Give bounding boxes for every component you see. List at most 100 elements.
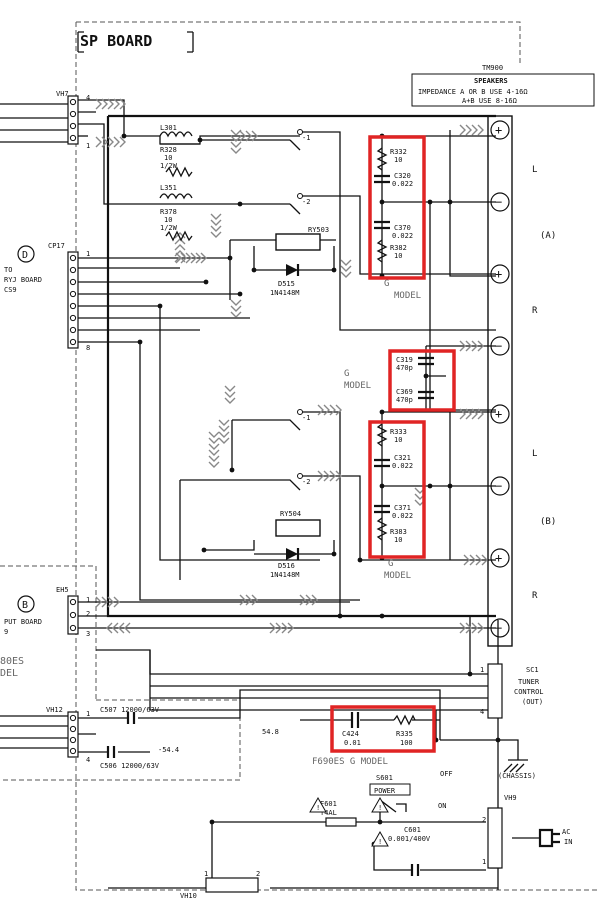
d516-part: 1N4148M bbox=[270, 571, 300, 579]
warning-icon: ! bbox=[309, 796, 327, 813]
vh7-pin-top: 4 bbox=[86, 94, 90, 102]
sc1-pin4: 4 bbox=[480, 708, 484, 716]
terminal-sign: + bbox=[495, 407, 502, 421]
eh5-label: EH5 bbox=[56, 586, 69, 594]
c370-value: 0.022 bbox=[392, 232, 413, 240]
highlight-c424-r335 bbox=[330, 705, 436, 753]
c371-name: C371 bbox=[394, 504, 411, 512]
on-label: ON bbox=[438, 802, 446, 810]
c320-name: C320 bbox=[394, 172, 411, 180]
g-model-b: G bbox=[388, 559, 393, 569]
vh12-label: VH12 bbox=[46, 706, 63, 714]
svg-text:!: ! bbox=[378, 838, 382, 846]
cp17-badge: D bbox=[17, 245, 35, 263]
components bbox=[106, 129, 560, 893]
vh12-pin1: 1 bbox=[86, 710, 90, 718]
c601-value: 0.001/400V bbox=[388, 835, 431, 843]
cp17-connector bbox=[67, 251, 79, 349]
svg-text:!: ! bbox=[378, 804, 382, 812]
l301-label: L301 bbox=[160, 124, 177, 132]
component-labels: VH7 4 1 L301 R328 10 1/2W L351 R378 10 1… bbox=[0, 90, 572, 900]
speaker-terminal-plus: + bbox=[490, 120, 510, 140]
wiring bbox=[0, 99, 540, 890]
terminal-sign: + bbox=[495, 123, 502, 137]
terminal-sign: + bbox=[495, 551, 502, 565]
c424-value: 0.01 bbox=[344, 739, 361, 747]
r378-name: R378 bbox=[160, 208, 177, 216]
cp17-pin-bottom: 8 bbox=[86, 344, 90, 352]
sc1-label: SC1 bbox=[526, 666, 539, 674]
c369-value: 470p bbox=[396, 396, 413, 404]
board-title: SP BOARD bbox=[80, 32, 152, 50]
in-label: IN bbox=[564, 838, 572, 846]
c507-label: C507 12000/63V bbox=[100, 706, 160, 714]
vh10-pin2: 2 bbox=[256, 870, 260, 878]
speakers-impedance-2: A+B USE 8-16Ω bbox=[462, 97, 517, 105]
vh7-connector bbox=[67, 95, 79, 145]
highlight-c319-c369 bbox=[388, 349, 456, 412]
terminal-sign: − bbox=[495, 339, 502, 353]
chassis-label: (CHASSIS) bbox=[498, 772, 536, 780]
r332-value: 10 bbox=[394, 156, 402, 164]
cp17-label: CP17 bbox=[48, 242, 65, 250]
r382-value: 10 bbox=[394, 252, 402, 260]
terminal-sign: + bbox=[495, 267, 502, 281]
r333-name: R333 bbox=[390, 428, 407, 436]
vh12-connector bbox=[67, 711, 79, 758]
f690-model-label: F690ES G MODEL bbox=[312, 757, 388, 767]
r335-value: 100 bbox=[400, 739, 413, 747]
r332-name: R332 bbox=[390, 148, 407, 156]
c321-name: C321 bbox=[394, 454, 411, 462]
power-label: POWER bbox=[374, 787, 396, 795]
r383-value: 10 bbox=[394, 536, 402, 544]
eh5-badge: B bbox=[17, 595, 35, 613]
l351-label: L351 bbox=[160, 184, 177, 192]
s601-label: S601 bbox=[376, 774, 393, 782]
terminal-sign: − bbox=[495, 195, 502, 209]
speakers-title: SPEAKERS bbox=[474, 77, 508, 85]
svg-text:B: B bbox=[22, 600, 28, 611]
warning-icon: ! bbox=[371, 830, 389, 847]
r328-value: 10 bbox=[164, 154, 172, 162]
highlight-a-network bbox=[368, 135, 426, 280]
c371-value: 0.022 bbox=[392, 512, 413, 520]
vh9-pin2: 2 bbox=[482, 816, 486, 824]
svg-text:!: ! bbox=[316, 804, 320, 812]
eh5-pin3: 3 bbox=[86, 630, 90, 638]
signal-flow-arrows bbox=[95, 98, 488, 634]
group-a-label: (A) bbox=[540, 231, 556, 241]
sc1-line2: CONTROL bbox=[514, 688, 544, 696]
sc1-line3: (OUT) bbox=[522, 698, 543, 706]
d516-name: D516 bbox=[278, 562, 295, 570]
sc1-line1: TUNER bbox=[518, 678, 540, 686]
off-label: OFF bbox=[440, 770, 453, 778]
c321-value: 0.022 bbox=[392, 462, 413, 470]
sc1-pin1: 1 bbox=[480, 666, 484, 674]
cp17-ref: CS9 bbox=[4, 286, 17, 294]
eh5-connector bbox=[67, 595, 79, 635]
warning-icon: ! bbox=[371, 796, 389, 813]
c424-name: C424 bbox=[342, 730, 359, 738]
eh5-pin1: 1 bbox=[86, 596, 90, 604]
terminal-sign: − bbox=[495, 479, 502, 493]
eh5-ref: 9 bbox=[4, 628, 8, 636]
r335-name: R335 bbox=[396, 730, 413, 738]
svg-text:D: D bbox=[22, 250, 28, 261]
speaker-b-l-label: L bbox=[532, 449, 537, 459]
switch-2-b: -2 bbox=[302, 478, 310, 486]
vh10-pin1: 1 bbox=[204, 870, 208, 878]
ry504-label: RY504 bbox=[280, 510, 301, 518]
c369-name: C369 bbox=[396, 388, 413, 396]
r378-power: 1/2W bbox=[160, 224, 178, 232]
c601-name: C601 bbox=[404, 826, 421, 834]
ry503-label: RY503 bbox=[308, 226, 329, 234]
g-model-mid-2: MODEL bbox=[344, 381, 371, 391]
voltage-neg: -54.4 bbox=[158, 746, 179, 754]
c370-name: C370 bbox=[394, 224, 411, 232]
group-b-label: (B) bbox=[540, 517, 556, 527]
vh12-pin4: 4 bbox=[86, 756, 90, 764]
cp17-to: TO bbox=[4, 266, 12, 274]
speaker-a-l-label: L bbox=[532, 165, 537, 175]
c506-label: C506 12000/63V bbox=[100, 762, 160, 770]
g-model-mid: G bbox=[344, 369, 349, 379]
